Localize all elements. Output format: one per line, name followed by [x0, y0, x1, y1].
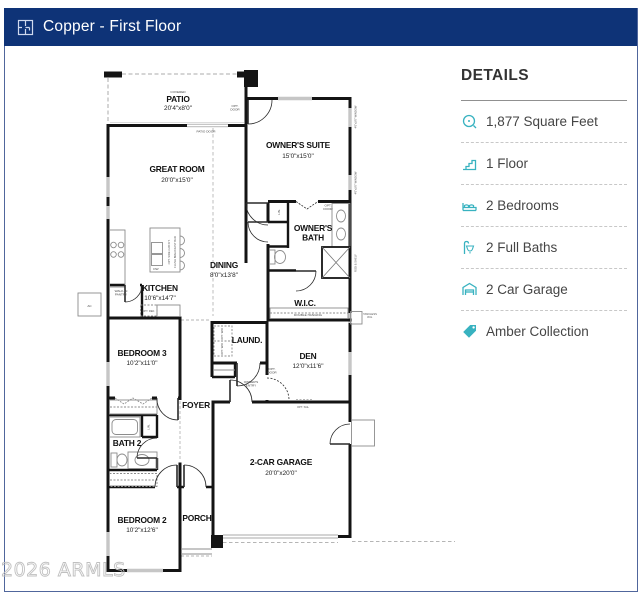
detail-label: 1 Floor	[486, 156, 529, 171]
bedrooms-icon	[462, 203, 477, 212]
ann-patio-door: PATIO DOOR	[197, 130, 217, 134]
ann-window1: 4'0"x5'0" WINDOW	[354, 105, 358, 128]
wall-blocks	[104, 70, 258, 548]
patio-note: COVERED	[170, 90, 186, 94]
room-label-foyer: FOYER	[182, 400, 210, 410]
floorplan-icon	[17, 19, 34, 35]
baths-icon	[463, 240, 475, 254]
room-label-bedroom3: BEDROOM 3	[118, 348, 167, 358]
ann-lin-suite: LIN.	[277, 209, 281, 215]
room-label-patio: PATIO	[166, 94, 190, 104]
patio-outline	[107, 73, 244, 123]
ann-wd1: OPT. W/D	[220, 328, 224, 340]
details-divider	[461, 100, 627, 101]
room-dims-dining: 8'0"x13'8"	[210, 272, 238, 279]
detail-label: 2 Car Garage	[486, 282, 568, 297]
ann-opt-door-patio: OPT.DOOR	[230, 104, 240, 112]
garage-icon	[462, 282, 477, 295]
annotations: PATIO DOOR OPT.DOOR OPT.DOOR OPT.DOOR LI…	[87, 104, 377, 430]
details-heading: DETAILS	[461, 67, 529, 84]
ann-double-hanging: DOUBLE HANGING	[294, 313, 323, 317]
measure-icon	[462, 114, 477, 129]
watermark: 2026 ARMLS	[1, 559, 126, 582]
garage-door	[187, 124, 338, 539]
room-dims-great-room: 20'0"x15'0"	[161, 177, 193, 184]
room-label-great-room: GREAT ROOM	[149, 164, 204, 174]
windows	[106, 96, 352, 573]
walls	[106, 85, 352, 572]
detail-item-garage: 2 Car Garage	[461, 269, 627, 311]
room-label-garage: 2-CAR GARAGE	[250, 457, 313, 467]
ann-island-b: FLUSH BREAKFAST BAR	[173, 236, 177, 268]
ann-island-a: OPT. SIDE CAB KIT.	[167, 239, 171, 264]
ann-wd2: OPT. W/D	[220, 343, 224, 355]
ann-opt-door-bath: OPT.DOOR	[323, 204, 333, 212]
room-dims-patio: 20'4"x8'0"	[164, 105, 192, 112]
detail-item-sqft: 1,877 Square Feet	[461, 101, 627, 143]
room-labels: COVERED PATIO 20'4"x8'0" GREAT ROOM 20'0…	[113, 90, 333, 534]
ann-opt-door-den: OPT.DOOR	[267, 367, 277, 375]
shower	[321, 246, 351, 279]
room-label-kitchen: KITCHEN	[142, 283, 178, 293]
ann-opt-ref: OPT. REF.	[142, 309, 155, 313]
room-dims-den: 12'0"x11'6"	[292, 363, 323, 370]
details-panel: DETAILS 1,877 Square Feet 1 Floor	[461, 67, 627, 352]
header-bar: Copper - First Floor	[4, 8, 637, 46]
room-label-bedroom2: BEDROOM 2	[118, 515, 167, 525]
ann-ac: AC	[87, 304, 92, 308]
content-frame	[4, 8, 638, 592]
ann-dw: DW	[153, 267, 158, 271]
room-label-wic: W.I.C.	[294, 298, 316, 308]
collection-tag-icon	[463, 325, 476, 338]
ann-lin-bath2: LIN.	[147, 424, 151, 430]
detail-item-baths: 2 Full Baths	[461, 227, 627, 269]
floors-icon	[463, 159, 477, 171]
detail-label: 2 Full Baths	[486, 240, 558, 255]
ceiling-breaks	[179, 128, 455, 557]
room-label-bath2: BATH 2	[113, 438, 142, 448]
detail-label: 1,877 Square Feet	[486, 114, 598, 129]
room-label-laundry: LAUND.	[232, 335, 262, 345]
room-dims-kitchen: 10'6"x14'7"	[144, 295, 176, 302]
header-title: Copper - First Floor	[43, 18, 182, 35]
room-label-porch: PORCH	[182, 513, 211, 523]
ann-opt-sgl: OPT. SGL	[297, 405, 310, 409]
room-dims-bedroom2: 10'2"x12'6"	[126, 527, 158, 534]
room-dims-garage: 20'0"x20'0"	[265, 470, 297, 477]
ann-window2: 4'0"x5'0" WINDOW	[354, 171, 358, 194]
detail-item-floors: 1 Floor	[461, 143, 627, 185]
detail-label: Amber Collection	[486, 324, 589, 339]
doors	[124, 99, 351, 488]
room-dims-owners-suite: 15'0"x15'0"	[282, 153, 314, 160]
room-label-owners-suite: OWNER'S SUITE	[266, 140, 331, 150]
ann-rod-shelf: ROD & SHELF	[354, 254, 358, 272]
room-dims-bedroom3: 10'2"x11'0"	[126, 360, 157, 367]
door-leaves	[124, 100, 350, 487]
detail-item-collection: Amber Collection	[461, 311, 627, 352]
room-label-den: DEN	[299, 351, 316, 361]
room-label-dining: DINING	[210, 260, 238, 270]
detail-label: 2 Bedrooms	[486, 198, 559, 213]
detail-item-bedrooms: 2 Bedrooms	[461, 185, 627, 227]
